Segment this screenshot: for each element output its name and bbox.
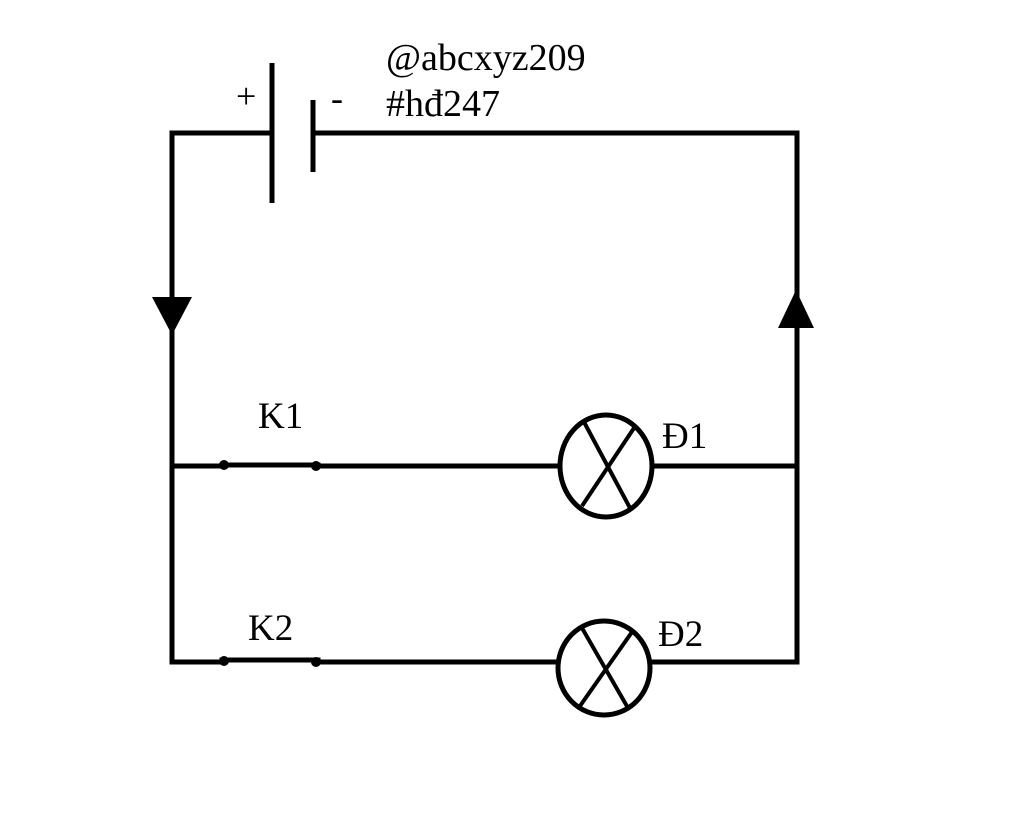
switch-k1-label: K1 (258, 396, 303, 437)
lamp-d2-label: Đ2 (658, 614, 703, 655)
branch2-switch-contact-left (219, 656, 229, 666)
lamp-d1-label: Đ1 (662, 416, 707, 457)
branch1-switch-contact-left (219, 460, 229, 470)
watermark-tag: #hđ247 (386, 83, 500, 125)
battery-negative-sign: - (331, 78, 343, 118)
switch-k2-label: K2 (248, 608, 293, 649)
lamp-d1 (557, 412, 655, 520)
battery-positive-sign: + (236, 76, 256, 116)
current-arrow-down (152, 297, 192, 335)
watermark-handle: @abcxyz209 (386, 37, 586, 79)
lamp-d2 (555, 618, 653, 718)
current-arrow-up (778, 290, 814, 328)
